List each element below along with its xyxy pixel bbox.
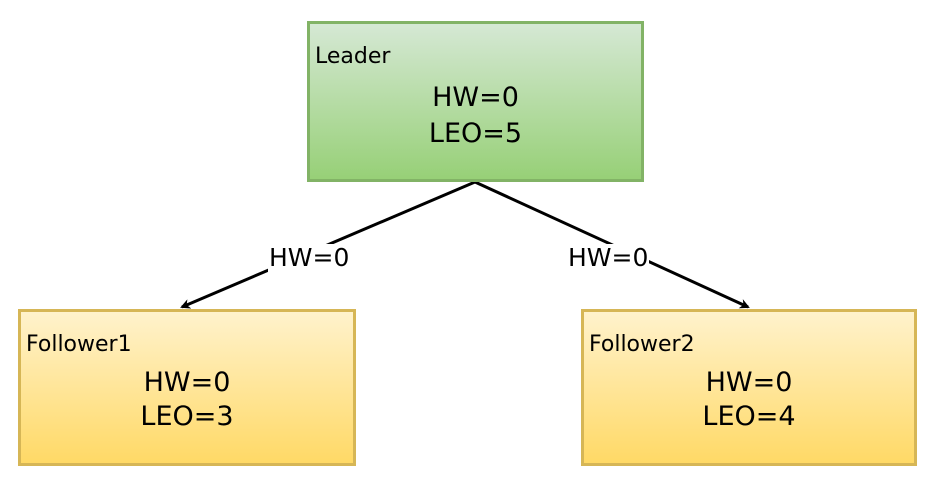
edge-label-follower1: HW=0: [268, 243, 351, 272]
follower1-node: Follower1 HW=0 LEO=3: [18, 309, 356, 466]
follower1-title: Follower1: [26, 332, 132, 357]
follower1-leo: LEO=3: [140, 401, 234, 432]
follower1-hw: HW=0: [143, 367, 231, 398]
follower2-leo: LEO=4: [702, 401, 796, 432]
follower2-hw: HW=0: [705, 367, 793, 398]
leader-node: Leader HW=0 LEO=5: [307, 21, 644, 182]
follower2-node: Follower2 HW=0 LEO=4: [581, 309, 917, 466]
leader-hw: HW=0: [432, 82, 519, 113]
follower2-title: Follower2: [589, 332, 695, 357]
leader-title: Leader: [315, 44, 391, 69]
edge-label-follower2: HW=0: [567, 243, 650, 272]
leader-leo: LEO=5: [428, 118, 523, 149]
